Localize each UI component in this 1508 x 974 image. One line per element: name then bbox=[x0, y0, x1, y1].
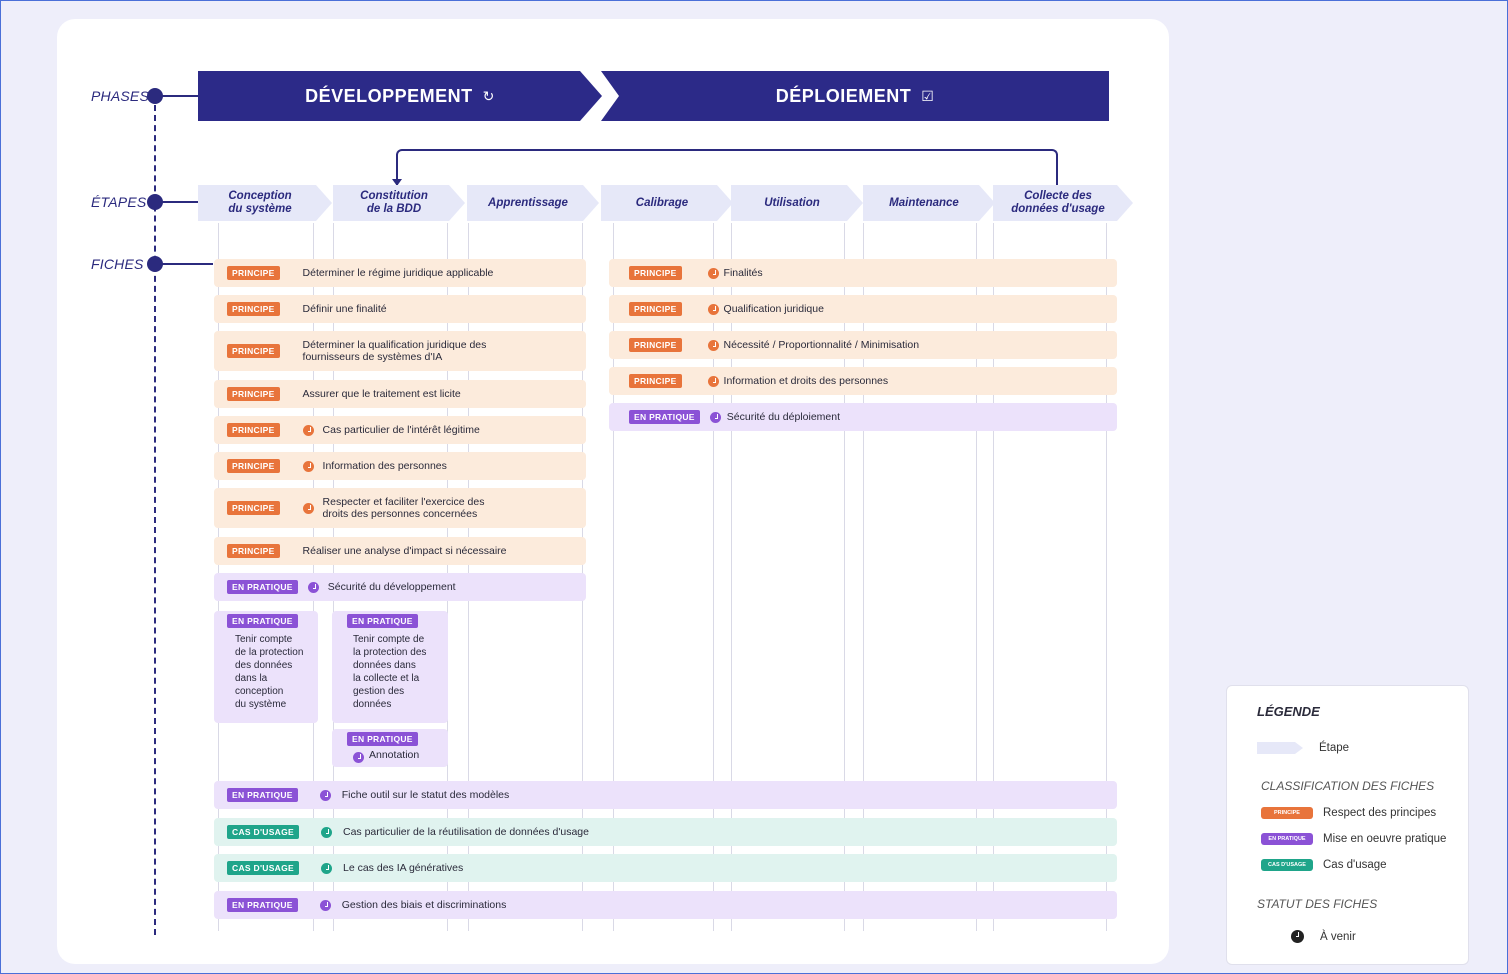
tag-principe: PRINCIPE bbox=[629, 302, 682, 316]
column-calibrage bbox=[613, 223, 714, 931]
step-maintenance: Maintenance bbox=[863, 185, 995, 221]
fiche-row[interactable]: PRINCIPE Information des personnes bbox=[214, 452, 586, 480]
feedback-loop-arrow bbox=[396, 149, 1058, 185]
tag-en-pratique: EN PRATIQUE bbox=[629, 410, 700, 424]
clock-icon bbox=[707, 267, 719, 279]
legend-statut-title: STATUT DES FICHES bbox=[1257, 897, 1378, 911]
fiche-row[interactable]: PRINCIPE Déterminer la qualification jur… bbox=[214, 331, 586, 371]
tag-cas-usage: CAS D'USAGE bbox=[227, 861, 299, 875]
clock-icon bbox=[319, 899, 331, 911]
tag-en-pratique: EN PRATIQUE bbox=[227, 580, 298, 594]
tag-en-pratique: EN PRATIQUE bbox=[227, 614, 298, 628]
fiche-row[interactable]: PRINCIPE Assurer que le traitement est l… bbox=[214, 380, 586, 408]
fiche-row[interactable]: EN PRATIQUE Sécurité du développement bbox=[214, 573, 586, 601]
legend-classification-title: CLASSIFICATION DES FICHES bbox=[1261, 779, 1435, 793]
timeline-dashed-line bbox=[154, 105, 156, 935]
fiche-row[interactable]: PRINCIPE Déterminer le régime juridique … bbox=[214, 259, 586, 287]
column-collecte bbox=[993, 223, 1107, 931]
fiche-row[interactable]: PRINCIPE Finalités bbox=[609, 259, 1117, 287]
phase-deploiement: DÉPLOIEMENT ☑ bbox=[601, 71, 1109, 121]
label-phases: PHASES bbox=[91, 88, 149, 104]
step-apprentissage: Apprentissage bbox=[467, 185, 599, 221]
etapes-dot bbox=[147, 194, 163, 210]
legend-etape: Étape bbox=[1257, 742, 1349, 754]
label-fiches: FICHES bbox=[91, 256, 144, 272]
tag-en-pratique: EN PRATIQUE bbox=[227, 788, 298, 802]
clock-icon bbox=[353, 752, 364, 763]
phase-developpement-label: DÉVELOPPEMENT bbox=[305, 85, 473, 106]
phase-developpement: DÉVELOPPEMENT ↻ bbox=[198, 71, 602, 121]
tag-cas-usage: CAS D'USAGE bbox=[227, 825, 299, 839]
tag-principe: PRINCIPE bbox=[227, 302, 280, 316]
clock-icon bbox=[319, 789, 331, 801]
tag-principe: PRINCIPE bbox=[227, 423, 280, 437]
fiche-row[interactable]: PRINCIPE Réaliser une analyse d'impact s… bbox=[214, 537, 586, 565]
clock-icon bbox=[709, 411, 721, 423]
fiche-row[interactable]: PRINCIPE Information et droits des perso… bbox=[609, 367, 1117, 395]
fiche-row[interactable]: EN PRATIQUE Sécurité du déploiement bbox=[609, 403, 1117, 431]
fiche-card-annotation[interactable]: EN PRATIQUE Annotation bbox=[332, 729, 448, 767]
clock-icon bbox=[302, 424, 314, 436]
fiche-row[interactable]: PRINCIPE Définir une finalité bbox=[214, 295, 586, 323]
step-calibrage: Calibrage bbox=[601, 185, 733, 221]
etapes-connector bbox=[161, 201, 199, 203]
clock-icon bbox=[302, 460, 314, 472]
phases-connector bbox=[161, 95, 199, 97]
fiches-dot bbox=[147, 256, 163, 272]
clock-icon bbox=[707, 375, 719, 387]
clock-icon bbox=[302, 502, 314, 514]
tag-principe: PRINCIPE bbox=[227, 387, 280, 401]
legend-title: LÉGENDE bbox=[1257, 704, 1320, 719]
tag-en-pratique: EN PRATIQUE bbox=[227, 898, 298, 912]
fiche-row[interactable]: CAS D'USAGE Le cas des IA génératives bbox=[214, 854, 1117, 882]
fiche-row[interactable]: EN PRATIQUE Gestion des biais et discrim… bbox=[214, 891, 1117, 919]
fiche-row[interactable]: PRINCIPE Nécessité / Proportionnalité / … bbox=[609, 331, 1117, 359]
feedback-arrowhead bbox=[392, 179, 402, 186]
tag-principe: PRINCIPE bbox=[227, 544, 280, 558]
checkbox-icon: ☑ bbox=[921, 87, 935, 104]
tag-en-pratique: EN PRATIQUE bbox=[347, 614, 418, 628]
clock-icon bbox=[707, 303, 719, 315]
fiches-connector bbox=[161, 263, 213, 265]
tag-principe: PRINCIPE bbox=[227, 501, 280, 515]
tag-principe: PRINCIPE bbox=[629, 338, 682, 352]
clock-icon bbox=[321, 826, 332, 838]
tag-principe: PRINCIPE bbox=[629, 266, 682, 280]
tag-principe: PRINCIPE bbox=[629, 374, 682, 388]
legend-panel: LÉGENDE Étape CLASSIFICATION DES FICHES … bbox=[1226, 685, 1469, 965]
phases-dot bbox=[147, 88, 163, 104]
fiche-row[interactable]: PRINCIPE Qualification juridique bbox=[609, 295, 1117, 323]
fiche-row[interactable]: EN PRATIQUE Fiche outil sur le statut de… bbox=[214, 781, 1117, 809]
clock-icon bbox=[321, 862, 332, 874]
column-utilisation bbox=[731, 223, 845, 931]
tag-principe: PRINCIPE bbox=[227, 344, 280, 358]
fiche-row[interactable]: CAS D'USAGE Cas particulier de la réutil… bbox=[214, 818, 1117, 846]
step-utilisation: Utilisation bbox=[731, 185, 863, 221]
legend-a-venir: À venir bbox=[1291, 930, 1356, 943]
clock-icon bbox=[1291, 930, 1304, 943]
clock-icon bbox=[307, 581, 319, 593]
step-shape-icon bbox=[1257, 742, 1303, 754]
label-etapes: ÉTAPES bbox=[91, 194, 147, 210]
tag-en-pratique: EN PRATIQUE bbox=[347, 732, 418, 746]
clock-icon bbox=[707, 339, 719, 351]
column-maintenance bbox=[863, 223, 977, 931]
tag-principe: PRINCIPE bbox=[227, 266, 280, 280]
fiche-row[interactable]: PRINCIPE Respecter et faciliter l'exerci… bbox=[214, 488, 586, 528]
tag-principe: PRINCIPE bbox=[227, 459, 280, 473]
phase-deploiement-label: DÉPLOIEMENT bbox=[775, 85, 912, 106]
refresh-icon: ↻ bbox=[482, 87, 495, 104]
fiche-row[interactable]: PRINCIPE Cas particulier de l'intérêt lé… bbox=[214, 416, 586, 444]
